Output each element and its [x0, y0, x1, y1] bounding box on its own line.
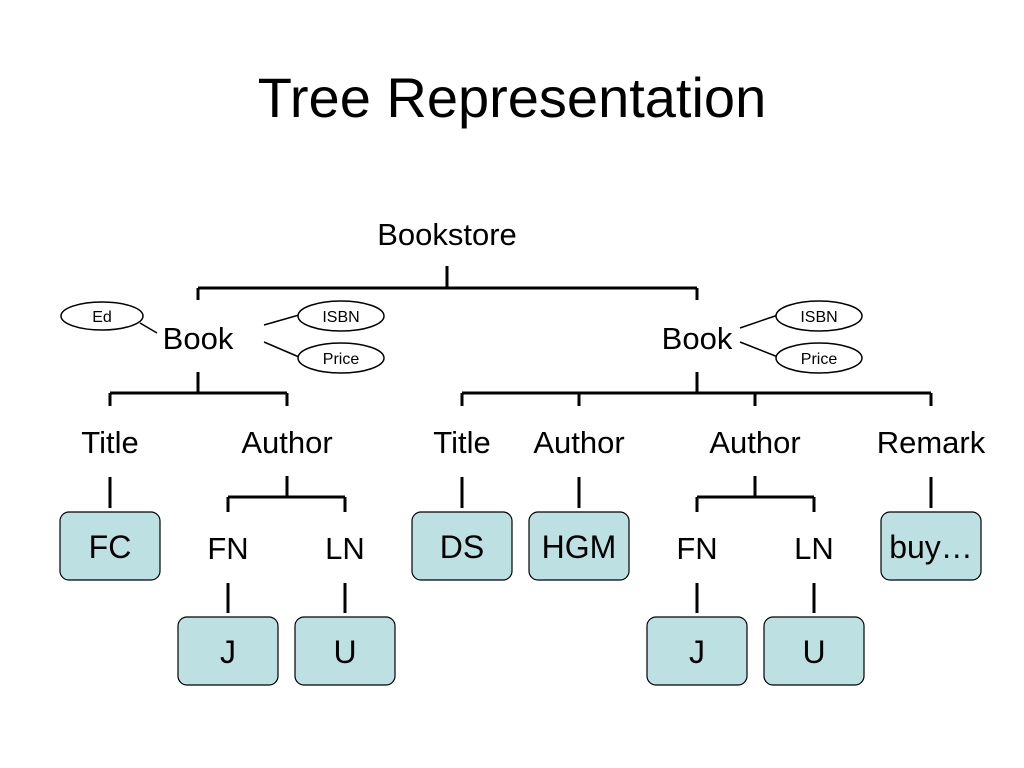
attr-ellipse-price2	[775, 342, 863, 374]
attr-ellipse-isbn2	[775, 300, 863, 332]
attr-label-isbn2: ISBN	[800, 309, 837, 326]
attr-label-price1: Price	[323, 351, 360, 368]
attr-link-isbn2	[739, 314, 779, 329]
node-fn-1: FN	[207, 531, 248, 566]
leaf-label-hgm: HGM	[542, 529, 617, 565]
leaf-label-j-1: J	[220, 634, 236, 670]
attr-label-ed: Ed	[92, 309, 112, 326]
leaf-label-fc: FC	[89, 529, 132, 565]
node-remark: Remark	[877, 425, 986, 460]
node-book-2: Book	[662, 321, 733, 356]
slide-title: Tree Representation	[257, 66, 767, 129]
node-book-1: Book	[163, 321, 234, 356]
edge-book1-to-children	[108, 372, 289, 406]
attr-label-price2: Price	[801, 351, 838, 368]
node-title-1: Title	[81, 425, 138, 460]
edge-book2-to-children	[460, 372, 933, 406]
attr-ellipse-isbn1	[297, 300, 385, 332]
leaf-label-ds: DS	[440, 529, 484, 565]
attribute-ellipses: Ed ISBN Price ISBN Price	[60, 300, 863, 374]
leaf-label-j-2: J	[689, 634, 705, 670]
edge-author3-to-names	[695, 476, 816, 512]
node-author-2: Author	[533, 425, 624, 460]
leaf-values: FC J U DS HGM J U buy…	[59, 511, 982, 686]
leaf-label-u-1: U	[333, 634, 356, 670]
node-author-3: Author	[709, 425, 800, 460]
attr-label-isbn1: ISBN	[322, 309, 359, 326]
node-fn-2: FN	[676, 531, 717, 566]
leaf-box-u-2	[763, 616, 865, 686]
leaf-box-hgm	[528, 511, 630, 581]
edge-author1-to-names	[226, 476, 347, 512]
attr-link-price2	[739, 341, 779, 358]
node-ln-1: LN	[325, 531, 365, 566]
leaf-label-buy: buy…	[889, 529, 973, 565]
node-bookstore: Bookstore	[377, 217, 517, 252]
attr-ellipse-price1	[297, 342, 385, 374]
leaf-label-u-2: U	[802, 634, 825, 670]
node-ln-2: LN	[794, 531, 834, 566]
attr-ellipse-ed	[60, 301, 144, 331]
leaf-box-buy	[880, 511, 982, 581]
leaf-box-u-1	[294, 616, 396, 686]
leaf-box-j-1	[177, 616, 279, 686]
node-author-1: Author	[241, 425, 332, 460]
attr-link-isbn1	[263, 314, 300, 326]
attr-link-ed	[139, 322, 158, 334]
attr-link-price1	[263, 341, 300, 358]
edge-root-to-books	[196, 266, 699, 300]
tree-edges	[108, 266, 933, 613]
leaf-box-fc	[59, 511, 161, 581]
leaf-box-j-2	[646, 616, 748, 686]
element-nodes: Bookstore Book Book Title Author FN LN T…	[81, 217, 985, 566]
leaf-box-ds	[411, 511, 513, 581]
node-title-2: Title	[433, 425, 490, 460]
